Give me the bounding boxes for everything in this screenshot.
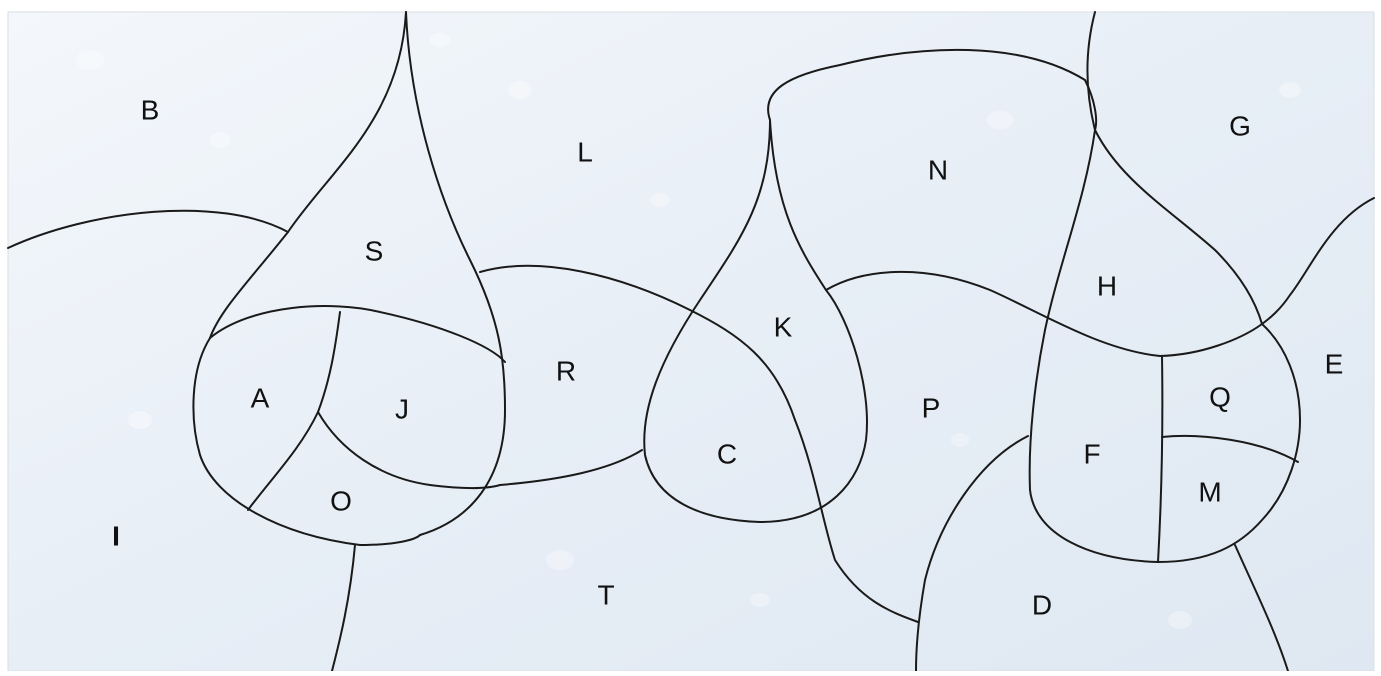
- label-l: L: [577, 137, 593, 168]
- label-q: Q: [1209, 382, 1231, 413]
- boundary-q-m: [1161, 434, 1299, 463]
- boundary-c-d: [794, 419, 919, 623]
- boundary-aoj-outer: [192, 337, 421, 546]
- label-h: H: [1097, 271, 1117, 302]
- boundary-e: [1261, 197, 1375, 325]
- boundary-d: [915, 435, 1029, 672]
- label-t: T: [597, 580, 614, 611]
- label-e: E: [1325, 349, 1344, 380]
- boundary-b-i: [7, 209, 289, 249]
- label-g: G: [1229, 111, 1251, 142]
- label-n: N: [928, 155, 948, 186]
- label-d: D: [1032, 590, 1052, 621]
- label-i: I: [112, 521, 120, 552]
- region-boundaries: [7, 11, 1375, 672]
- boundary-f-h: [1028, 129, 1301, 563]
- label-r: R: [556, 356, 576, 387]
- boundary-s-left: [209, 11, 407, 339]
- water-drop-texture: [76, 33, 1301, 629]
- label-k: K: [774, 312, 793, 343]
- boundary-m-stem: [1234, 544, 1289, 672]
- label-f: F: [1083, 439, 1100, 470]
- boundary-n: [767, 48, 1098, 131]
- boundary-s-aj: [209, 305, 506, 363]
- region-labels: A B C D E F G H I J K L M N O P Q R S T: [112, 95, 1343, 621]
- boundary-r-bottom: [499, 449, 643, 486]
- label-b: B: [141, 95, 160, 126]
- boundary-f-qm: [1157, 355, 1164, 563]
- label-p: P: [922, 393, 941, 424]
- boundary-s-right: [405, 11, 506, 536]
- boundary-g: [1086, 11, 1263, 325]
- boundary-n-p: [825, 270, 1263, 357]
- label-m: M: [1198, 477, 1221, 508]
- boundary-r-top: [479, 264, 796, 421]
- diagram-background: [7, 11, 1375, 672]
- label-c: C: [717, 439, 737, 470]
- label-o: O: [330, 486, 352, 517]
- boundary-j-o: [317, 411, 501, 490]
- boundary-o-stem: [331, 544, 356, 672]
- label-a: A: [251, 383, 270, 414]
- label-j: J: [395, 394, 409, 425]
- label-s: S: [365, 236, 384, 267]
